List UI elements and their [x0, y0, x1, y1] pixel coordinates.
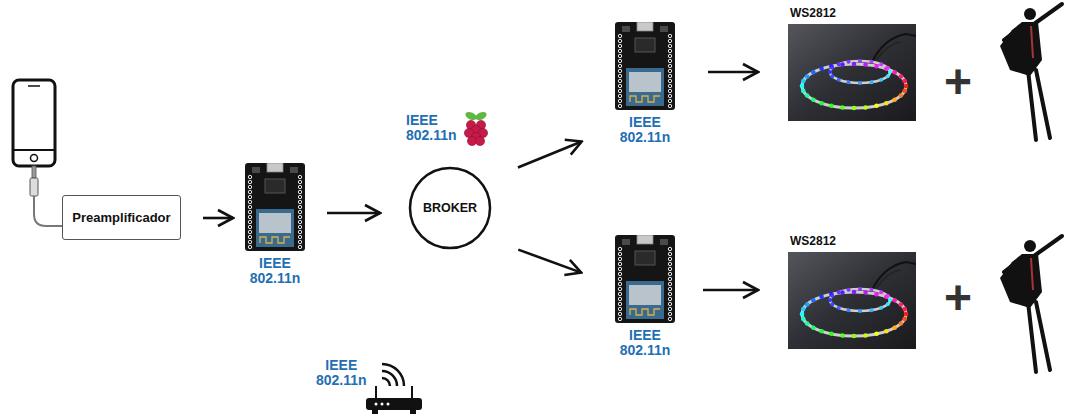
stilt-dancer — [1000, 4, 1062, 140]
protocol-label: IEEE 802.11n — [620, 328, 671, 357]
flow-arrow — [203, 217, 233, 220]
raspberry-logo — [461, 110, 491, 146]
led-model-label: WS2812 — [790, 6, 836, 20]
esp-board-node: IEEE 802.11n — [245, 163, 305, 285]
flow-arrow — [518, 250, 581, 273]
flow-arrow — [327, 212, 380, 215]
broker-node: IEEE 802.11nBROKER — [406, 110, 492, 250]
plus-sign: + — [944, 274, 972, 322]
broker-heading: IEEE 802.11n — [406, 110, 491, 146]
flow-arrow — [708, 71, 758, 74]
audio-cable — [30, 166, 62, 226]
protocol-label: IEEE 802.11n — [316, 358, 367, 387]
led-model-label: WS2812 — [790, 234, 836, 248]
box-label: Preamplificador — [72, 210, 170, 225]
plus-sign: + — [944, 58, 972, 106]
broker-circle: BROKER — [408, 166, 492, 250]
broker-label: BROKER — [423, 201, 477, 215]
protocol-label: IEEE 802.11n — [620, 115, 671, 144]
esp-board-node: IEEE 802.11n — [615, 22, 675, 144]
led-strip-node: WS2812 — [788, 6, 916, 121]
led-strip-node: WS2812 — [788, 234, 916, 349]
preamp-box: Preamplificador — [62, 195, 181, 240]
flow-arrow — [518, 142, 582, 168]
protocol-label: IEEE 802.11n — [250, 256, 301, 285]
phone-icon — [13, 80, 55, 166]
stilt-dancer — [1000, 236, 1062, 372]
esp-board-picture — [615, 235, 675, 323]
led-strip-picture — [788, 252, 916, 349]
esp-board-picture — [615, 22, 675, 110]
router-icon — [366, 364, 422, 414]
esp-board-picture — [245, 163, 305, 251]
protocol-label: IEEE 802.11n — [406, 113, 457, 142]
flow-arrow — [703, 289, 758, 292]
esp-board-node: IEEE 802.11n — [615, 235, 675, 357]
led-strip-picture — [788, 24, 916, 121]
